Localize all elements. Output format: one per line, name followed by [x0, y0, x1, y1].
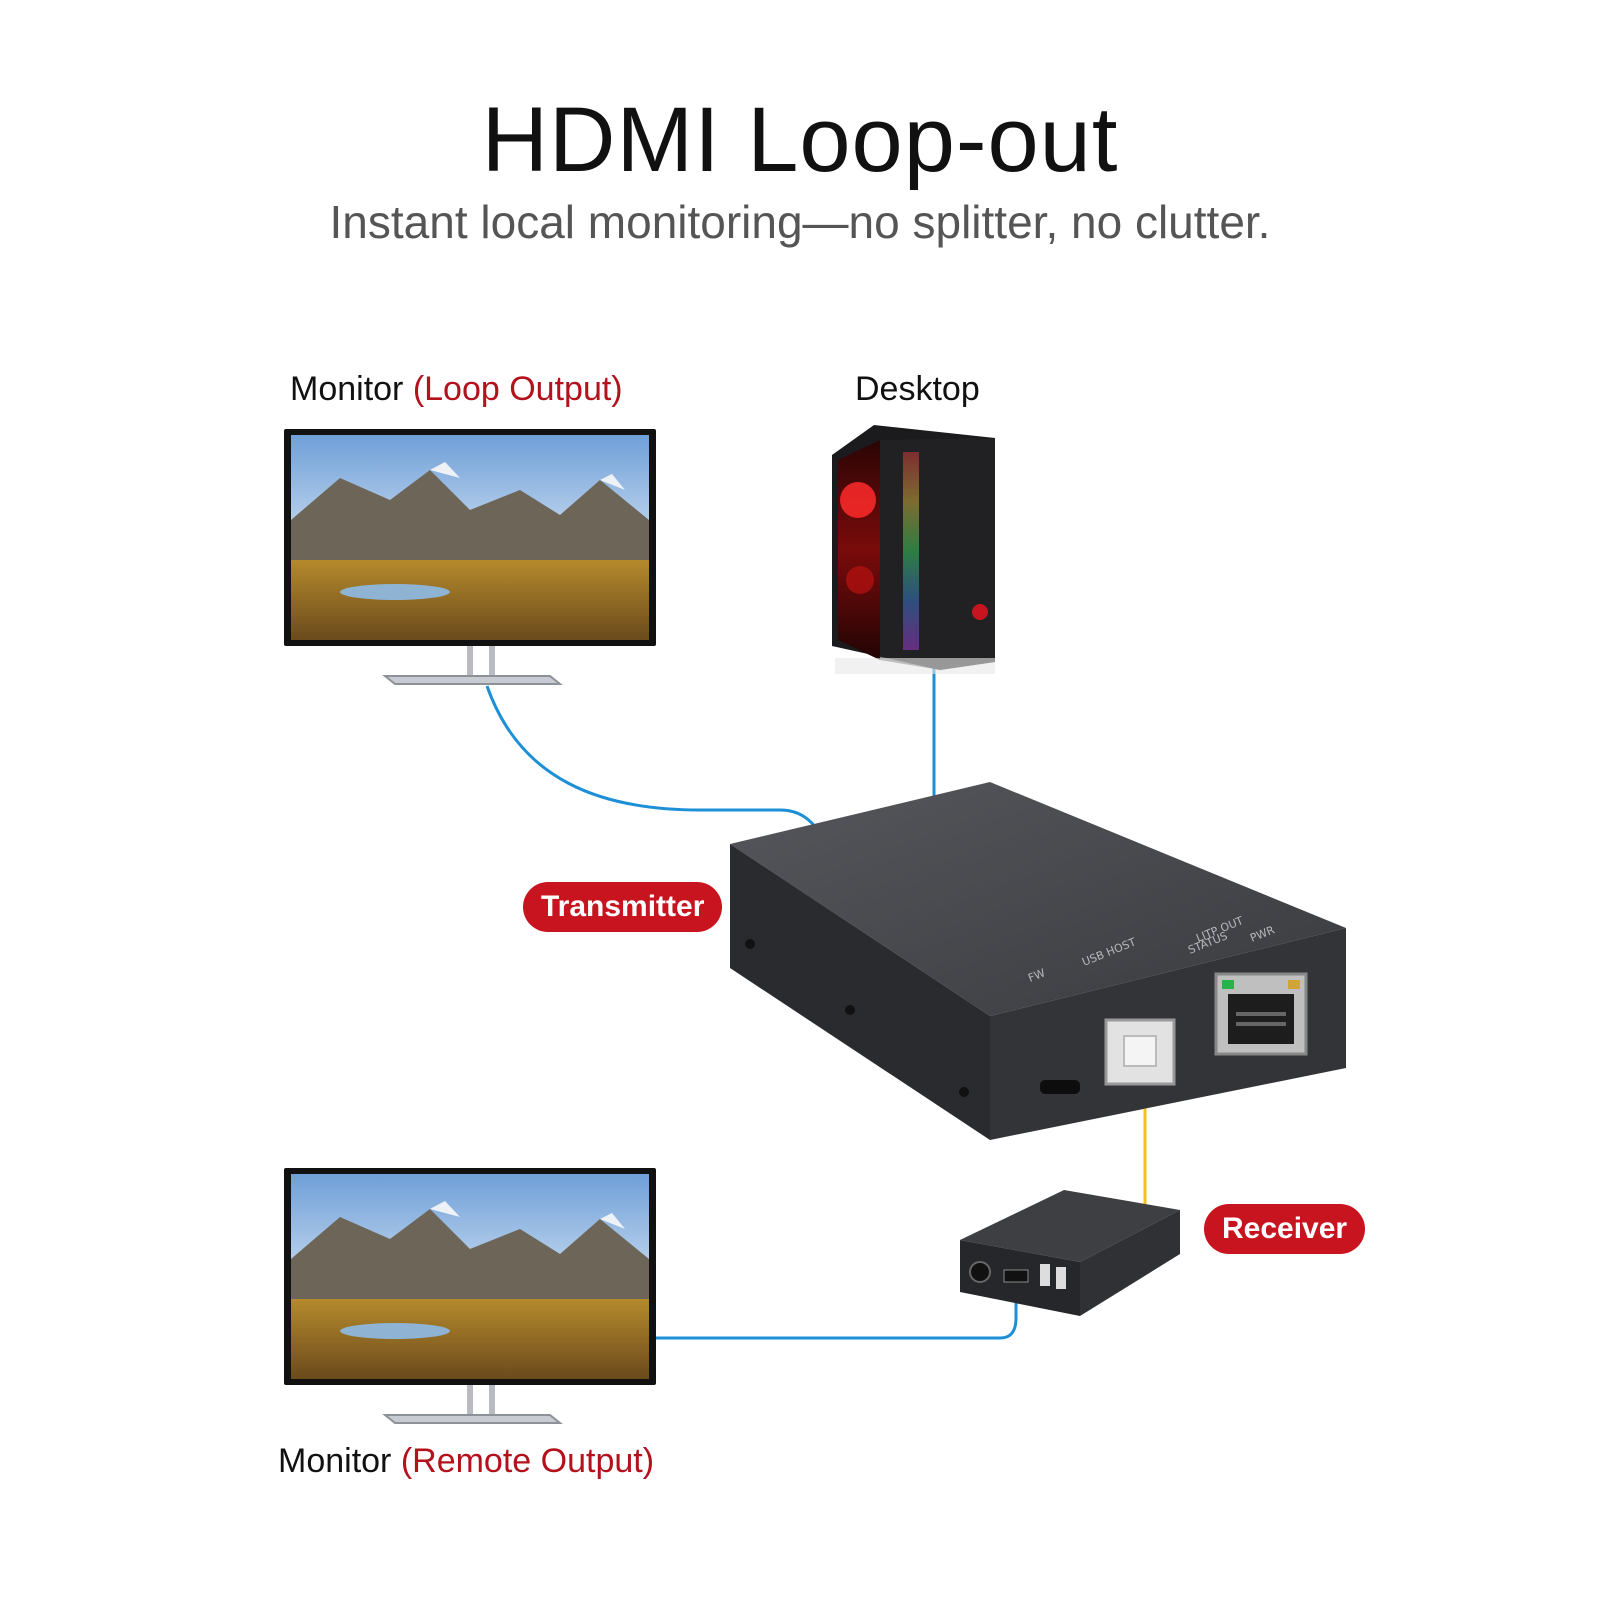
- rx-dc-port-icon: [969, 1261, 991, 1283]
- monitor-remote-icon: [284, 1168, 656, 1424]
- transmitter-box-icon: FW USB HOST LITP OUT STATUS PWR: [730, 782, 1346, 1140]
- monitor-remote-caption-prefix: Monitor: [278, 1442, 392, 1480]
- tx-port-label: FW: [1026, 966, 1047, 985]
- page-title: HDMI Loop-out: [481, 89, 1119, 191]
- monitor-loop-caption-accent: (Loop Output): [412, 370, 623, 408]
- monitor-remote-caption: Monitor (Remote Output): [278, 1442, 654, 1481]
- rx-usb-port-icon: [1056, 1267, 1066, 1289]
- desktop-tower-icon: [832, 425, 995, 674]
- tx-status-led-icon: [1222, 980, 1234, 989]
- tx-screw-icon: [959, 1087, 969, 1097]
- page-subtitle: Instant local monitoring—no splitter, no…: [329, 196, 1271, 248]
- tx-screw-icon: [745, 939, 755, 949]
- monitor-loop-icon: [284, 429, 656, 685]
- monitor-loop-caption-prefix: Monitor: [290, 370, 404, 408]
- tx-screw-icon: [845, 1005, 855, 1015]
- receiver-badge: Receiver: [1204, 1204, 1366, 1254]
- tx-pwr-led-icon: [1288, 980, 1300, 989]
- rx-hdmi-port-icon: [1003, 1269, 1029, 1283]
- monitor-loop-caption: Monitor (Loop Output): [290, 370, 623, 409]
- receiver-box-icon: [960, 1190, 1180, 1316]
- tx-fw-port-icon: [1040, 1080, 1080, 1094]
- hdmi-remote-cable: [655, 1290, 1018, 1340]
- hdmi-loop-cable: [485, 685, 820, 831]
- transmitter-badge: Transmitter: [523, 882, 723, 932]
- rx-usb-port-icon: [1040, 1264, 1050, 1286]
- monitor-remote-caption-accent: (Remote Output): [400, 1442, 655, 1480]
- desktop-caption: Desktop: [855, 370, 980, 408]
